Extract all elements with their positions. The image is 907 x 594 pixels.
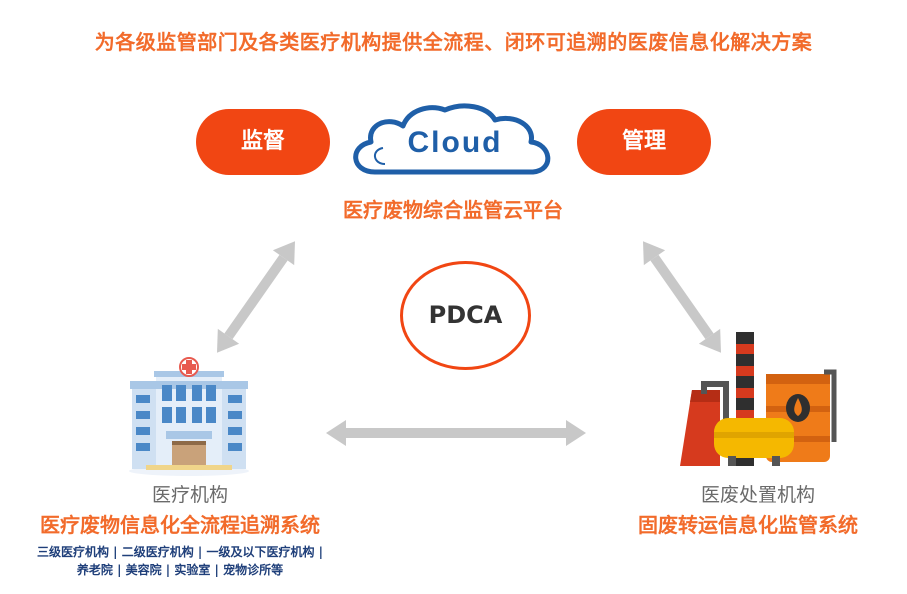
disposal-name: 医废处置机构 — [700, 484, 815, 506]
hospital-types-line2: 养老院 | 美容院 | 实验室 | 宠物诊所等 — [76, 563, 284, 577]
hospital-icon — [129, 357, 249, 476]
hospital-system: 医疗废物信息化全流程追溯系统 — [40, 513, 320, 537]
arrow-cloud-hospital — [216, 241, 296, 353]
headline: 为各级监管部门及各类医疗机构提供全流程、闭环可追溯的医废信息化解决方案 — [94, 30, 813, 54]
arrow-hospital-disposal — [326, 420, 586, 446]
hospital-name: 医疗机构 — [151, 484, 228, 506]
hospital-types-line1: 三级医疗机构 | 二级医疗机构 | 一级及以下医疗机构 | — [36, 545, 324, 559]
cloud-logo-text: Cloud — [408, 126, 503, 159]
pdca-cycle: PDCA — [400, 261, 531, 370]
disposal-facility-icon — [680, 332, 837, 466]
supervision-badge: 监督 — [196, 109, 330, 175]
disposal-system: 固废转运信息化监管系统 — [638, 513, 858, 537]
cloud-icon: Cloud — [353, 103, 551, 175]
management-badge: 管理 — [577, 109, 711, 175]
platform-name: 医疗废物综合监管云平台 — [343, 198, 563, 222]
arrow-cloud-disposal — [642, 241, 722, 353]
